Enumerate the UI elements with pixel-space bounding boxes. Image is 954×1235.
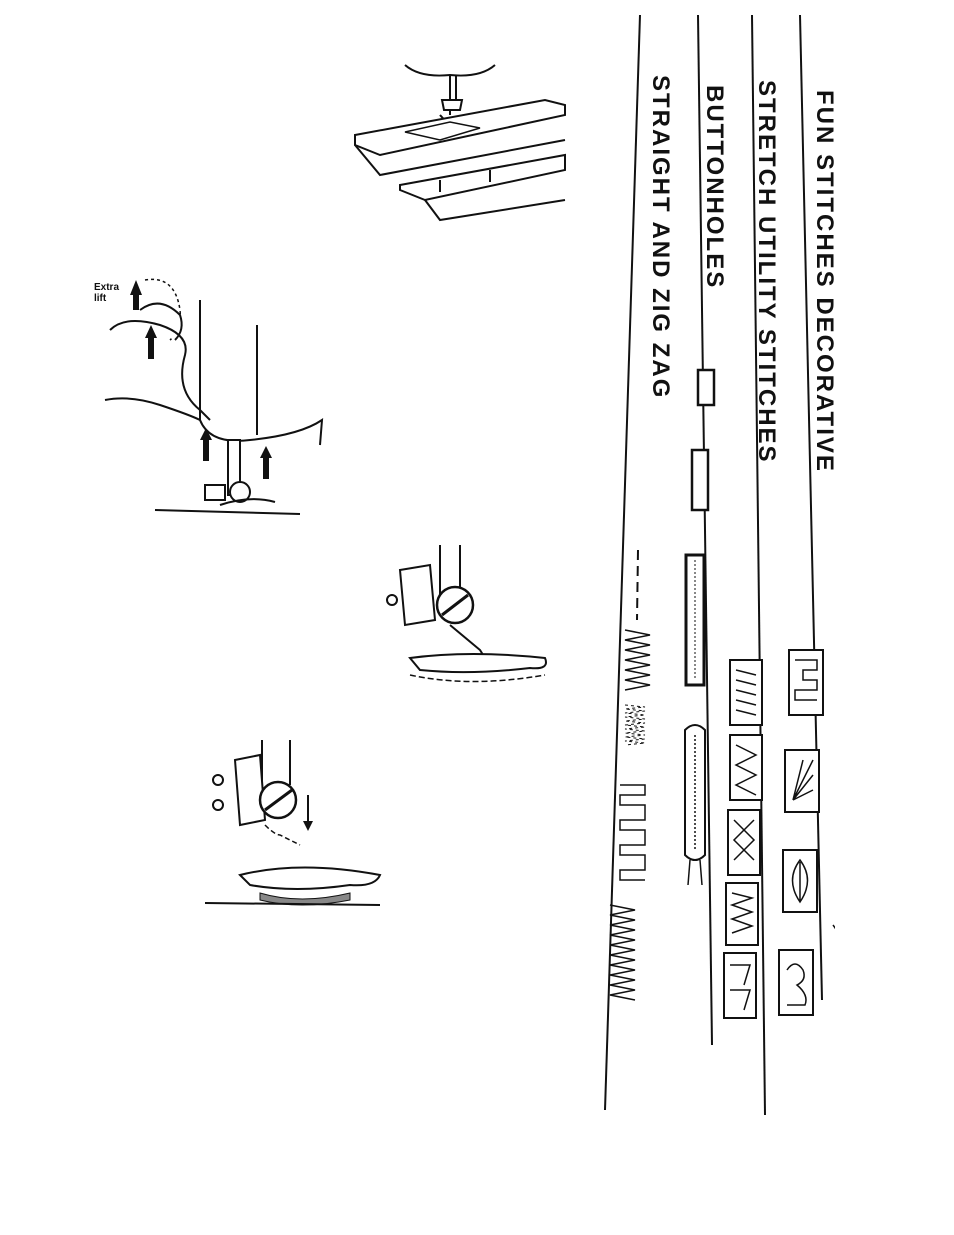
sample-zigzag (625, 630, 650, 690)
sample-three-step-zigzag (620, 785, 645, 880)
stretch-utility-samples (718, 655, 768, 1025)
heading-stretch-utility: STRETCH UTILITY STITCHES (752, 80, 780, 464)
presser-foot-lifter-illustration (100, 270, 330, 520)
sample-blind-stretch (724, 953, 756, 1018)
extension-table-illustration (350, 60, 570, 230)
foot-on-fabric-illustration (200, 735, 390, 910)
sample-honeycomb (728, 810, 760, 875)
heading-straight-zigzag: STRAIGHT AND ZIG ZAG (646, 75, 674, 399)
sample-overedge (726, 883, 758, 945)
sample-buttonhole-medium (692, 450, 708, 510)
sample-blind-hem (610, 905, 635, 1000)
straight-zigzag-samples (600, 540, 660, 1020)
heading-fun-decorative: FUN STITCHES DECORATIVE (810, 90, 838, 473)
fun-decorative-samples (775, 640, 835, 1030)
heading-buttonholes: BUTTONHOLES (700, 85, 728, 289)
presser-foot-illustration (380, 540, 555, 705)
sample-zigzag-dense (625, 705, 645, 745)
sample-buttonhole-short (698, 370, 714, 405)
sample-straight (637, 550, 638, 620)
buttonhole-samples (680, 365, 720, 885)
